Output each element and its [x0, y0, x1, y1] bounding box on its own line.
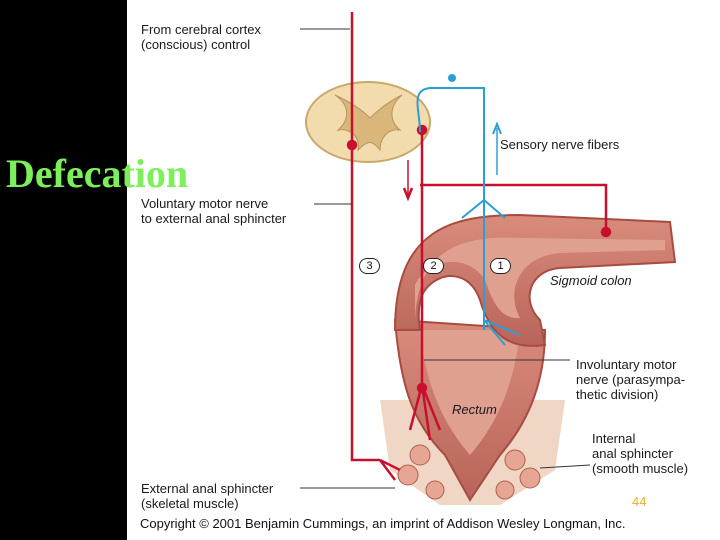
label-rectum: Rectum — [452, 402, 497, 417]
spinal-cord — [305, 81, 431, 163]
sensory-nerve — [416, 74, 521, 346]
step-badge-2: 2 — [423, 258, 444, 274]
page-number: 44 — [632, 494, 647, 509]
label-sensory-fibers: Sensory nerve fibers — [500, 137, 620, 152]
label-external-sphincter: External anal sphincter(skeletal muscle) — [141, 481, 274, 511]
label-sigmoid-colon: Sigmoid colon — [550, 273, 632, 288]
leader-lines — [300, 28, 591, 489]
slide-title: Defecation — [6, 151, 189, 196]
step-badge-3: 3 — [359, 258, 380, 274]
copyright-notice: Copyright © 2001 Benjamin Cummings, an i… — [140, 516, 626, 531]
voluntary-motor-nerve — [346, 12, 401, 481]
internal-anal-sphincter — [397, 444, 541, 500]
sigmoid-colon — [393, 213, 677, 347]
rectum — [380, 318, 565, 505]
label-cortex-control: From cerebral cortex(conscious) control — [141, 22, 261, 52]
step-badge-1: 1 — [490, 258, 511, 274]
